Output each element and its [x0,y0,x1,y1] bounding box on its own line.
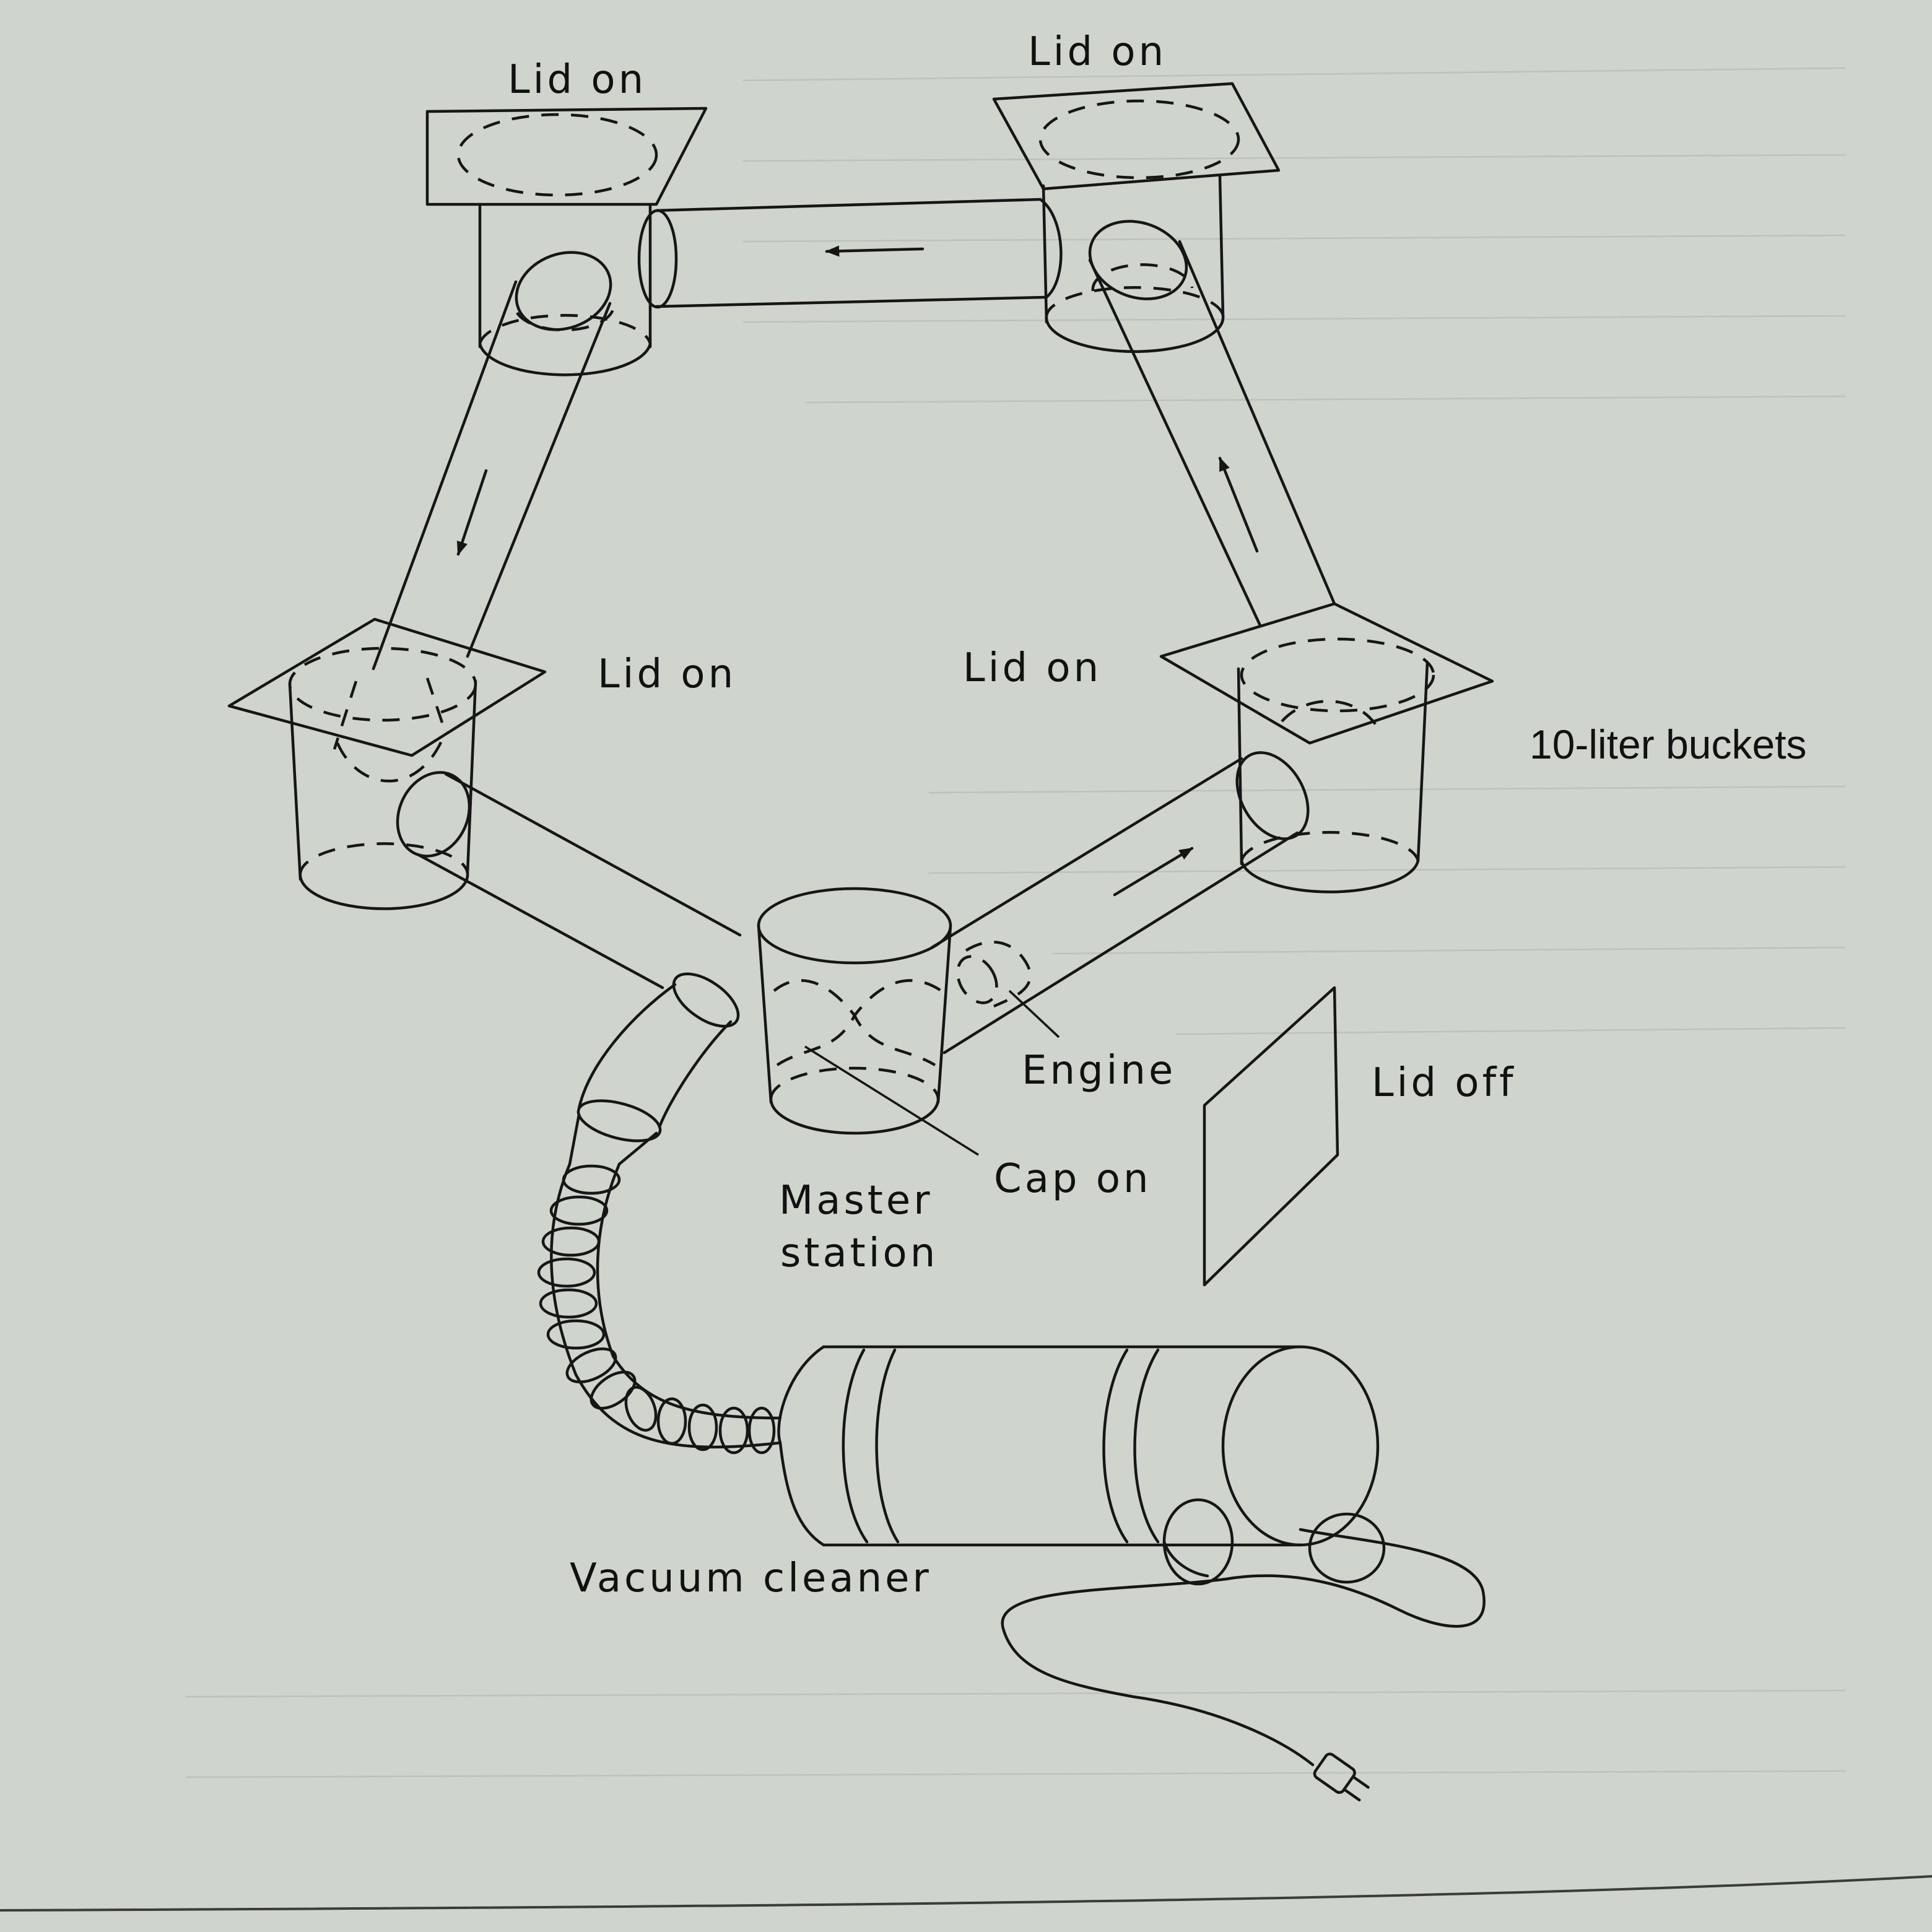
lid-off-sheet [1203,986,1339,1287]
electric-plug-icon [1313,1752,1370,1802]
arrow-icon [456,469,488,556]
vacuum-end-cap [1221,1345,1380,1547]
page-edge [0,1875,1932,1912]
bucket-mid-left [227,617,547,910]
engine [956,941,1032,1008]
label-buckets: 10-liter buckets [1530,721,1807,767]
cap-on-leader [804,1045,979,1156]
label-lid-off: Lid off [1372,1060,1516,1106]
vacuum-wheel [1162,1498,1234,1586]
label-master-line1: Master [779,1178,933,1224]
vacuum-wheel [1308,1512,1386,1584]
arrow-icon [825,245,925,257]
lid-mid-right [1159,602,1494,745]
hose [537,1162,782,1455]
power-cord [1001,1528,1486,1767]
bucket-top-left [425,107,708,376]
arrow-icon [1113,846,1194,897]
label-cap-on: Cap on [994,1156,1152,1202]
lid-top-left [425,107,708,206]
pipe-left [372,251,615,671]
bleed-through-lines [185,67,1846,1778]
label-vacuum-cleaner: Vacuum cleaner [570,1556,932,1601]
pipe-lower-right [930,751,1310,1055]
master-station [757,887,979,1156]
lid-top-right [992,82,1281,191]
label-engine: Engine [1022,1048,1176,1094]
lid-mid-left [227,617,547,757]
pipe-right [1088,220,1336,627]
bucket-mid-right [1159,602,1494,894]
pipe-top [637,198,1063,309]
label-lid-mid-right: Lid on [963,645,1102,691]
pipe-lower-left [396,771,742,990]
bucket-top-right [992,82,1281,353]
label-master-line2: station [780,1230,938,1276]
label-lid-mid-left: Lid on [598,651,736,697]
vacuum-cleaner [777,1345,1386,1586]
label-lid-top-left: Lid on [508,57,646,103]
arrow-icon [1218,456,1259,553]
hose-ribs [537,1164,776,1455]
hose-connector [568,972,740,1166]
label-lid-top-right: Lid on [1028,29,1167,75]
